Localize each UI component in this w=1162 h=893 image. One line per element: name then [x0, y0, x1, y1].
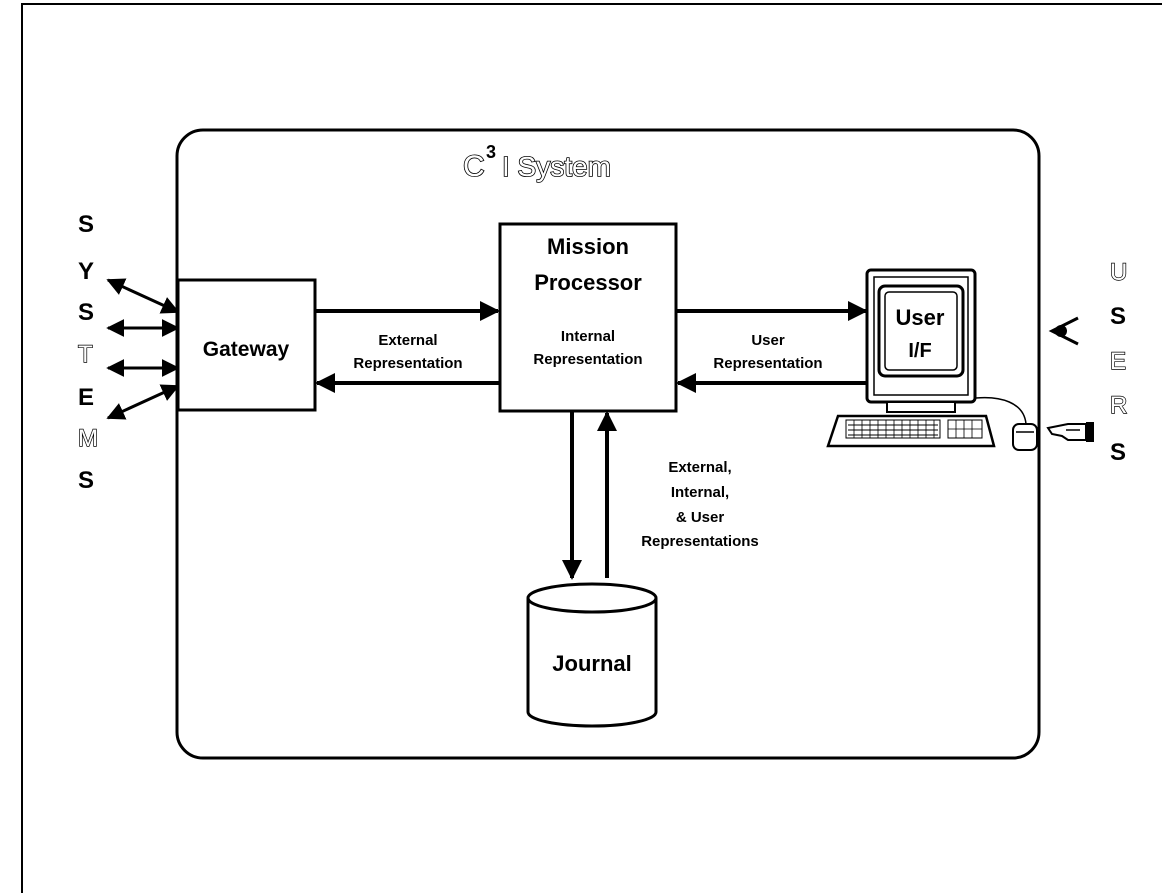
systems-letter-6: S	[78, 467, 94, 494]
journal-label: Journal	[552, 651, 631, 676]
system-title: C 3 I System	[463, 142, 611, 183]
mission-processor-sub1: Internal	[561, 328, 615, 345]
page-frame	[22, 4, 1162, 893]
systems-letter-5: M	[78, 425, 98, 452]
users-label: U S E R S	[1110, 259, 1127, 466]
gateway-label: Gateway	[203, 338, 290, 361]
systems-connections	[108, 280, 178, 418]
computer-terminal-icon: User I/F	[867, 270, 975, 412]
eye-icon	[1052, 318, 1078, 344]
users-letter-1: S	[1110, 303, 1126, 330]
mission-processor-line1: Mission	[547, 234, 629, 259]
all-reps-line4: Representations	[641, 533, 759, 550]
systems-letter-0: S	[78, 211, 94, 238]
mission-processor-sub2: Representation	[533, 351, 642, 368]
keyboard-icon	[828, 416, 994, 446]
mission-processor-line2: Processor	[534, 270, 642, 295]
systems-arrow-4	[108, 386, 178, 418]
user-rep-line2: Representation	[713, 355, 822, 372]
users-letter-4: S	[1110, 439, 1126, 466]
systems-letter-4: E	[78, 384, 94, 411]
systems-letter-2: S	[78, 299, 94, 326]
gateway-box: Gateway	[178, 280, 315, 410]
external-rep-line2: Representation	[353, 355, 462, 372]
pointing-hand-icon	[1048, 422, 1094, 442]
title-rest: I System	[502, 151, 611, 182]
users-letter-2: E	[1110, 348, 1126, 375]
all-reps-line1: External,	[668, 459, 731, 476]
systems-letter-1: Y	[78, 258, 94, 285]
systems-label: S Y S T E M S	[78, 211, 98, 494]
journal-database-icon: Journal	[528, 584, 656, 726]
user-representation-label: User Representation	[713, 332, 822, 372]
title-superscript: 3	[486, 142, 496, 162]
users-letter-0: U	[1110, 259, 1127, 286]
mission-journal-arrows	[572, 411, 607, 578]
user-if-line1: User	[896, 305, 945, 330]
all-reps-line2: Internal,	[671, 484, 729, 501]
title-prefix: C	[463, 150, 485, 183]
mission-processor-box: Mission Processor Internal Representatio…	[500, 224, 676, 411]
systems-arrow-1	[108, 280, 178, 312]
external-representation-label: External Representation	[353, 332, 462, 372]
all-reps-line3: & User	[676, 509, 725, 526]
users-letter-3: R	[1110, 392, 1127, 419]
external-rep-line1: External	[378, 332, 437, 349]
systems-letter-3: T	[78, 341, 93, 368]
user-if-line2: I/F	[908, 340, 931, 362]
all-representations-label: External, Internal, & User Representatio…	[641, 459, 759, 550]
user-rep-line1: User	[751, 332, 785, 349]
